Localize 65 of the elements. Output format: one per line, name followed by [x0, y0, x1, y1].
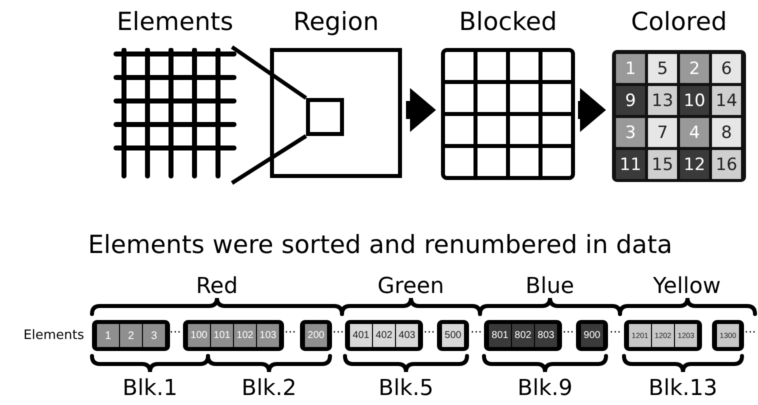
element-group-frame [345, 320, 423, 351]
heading: Region [292, 6, 380, 38]
number-cell: 13 [648, 86, 677, 115]
element-group-frame [183, 320, 284, 351]
number-cell: 3 [143, 324, 165, 347]
number-cell: 900 [581, 324, 603, 347]
number-cell: 8 [712, 118, 741, 147]
leader-line [230, 134, 308, 185]
number-cell: 102 [234, 324, 256, 347]
number-cell: 403 [396, 324, 418, 347]
element-group-frame [712, 320, 744, 351]
number-cell: 500 [442, 324, 464, 347]
block-arrow [406, 88, 436, 132]
heading: Elements [116, 6, 234, 38]
number-cell: 803 [535, 324, 557, 347]
block-label: Blk.1 [122, 378, 178, 400]
ellipsis: ··· [332, 326, 344, 338]
number-cell: 100 [188, 324, 210, 347]
number-cell: 402 [373, 324, 395, 347]
subtitle: Elements were sorted and renumbered in data [88, 232, 672, 257]
block-label: Blk.9 [518, 378, 572, 400]
number-cell: 3 [616, 118, 645, 147]
number-cell: 1 [97, 324, 119, 347]
element-group-frame [92, 320, 170, 351]
number-cell: 103 [257, 324, 279, 347]
number-cell: 2 [680, 54, 709, 83]
number-cell: 6 [712, 54, 741, 83]
element-group-frame [576, 320, 608, 351]
number-cell: 802 [512, 324, 534, 347]
number-cell: 7 [648, 118, 677, 147]
element-group-frame [437, 320, 469, 351]
number-cell: 12 [680, 150, 709, 179]
element-group-frame [484, 320, 562, 351]
ellipsis: ··· [610, 326, 621, 338]
zoom-square [306, 98, 344, 136]
number-cell: 801 [489, 324, 511, 347]
block-label: Blk.13 [648, 378, 718, 400]
number-cell: 4 [680, 118, 709, 147]
number-cell: 401 [350, 324, 372, 347]
number-cell: 15 [648, 150, 677, 179]
heading: Colored [630, 6, 728, 38]
row-label: Elements [24, 329, 84, 342]
number-cell: 16 [712, 150, 741, 179]
number-cell: 5 [648, 54, 677, 83]
heading: Blocked [458, 6, 558, 38]
element-group-frame [624, 320, 702, 351]
ellipsis: ··· [424, 326, 435, 338]
number-cell: 200 [305, 324, 327, 347]
number-cell: 2 [120, 324, 142, 347]
number-cell: 11 [616, 150, 645, 179]
ellipsis: ··· [470, 326, 482, 338]
ellipsis: ··· [284, 326, 296, 338]
leader-line [230, 45, 308, 100]
block-label: Blk.2 [242, 378, 296, 400]
block-arrow [578, 88, 606, 132]
ellipsis: ··· [562, 326, 574, 338]
block-label: Blk.5 [378, 378, 434, 400]
number-cell: 9 [616, 86, 645, 115]
element-group-frame [300, 320, 332, 351]
number-cell: 1 [616, 54, 645, 83]
ellipsis: ··· [744, 326, 756, 338]
number-cell: 14 [712, 86, 741, 115]
number-cell: 101 [211, 324, 233, 347]
number-cell: 10 [680, 86, 709, 115]
ellipsis: ··· [170, 326, 181, 338]
